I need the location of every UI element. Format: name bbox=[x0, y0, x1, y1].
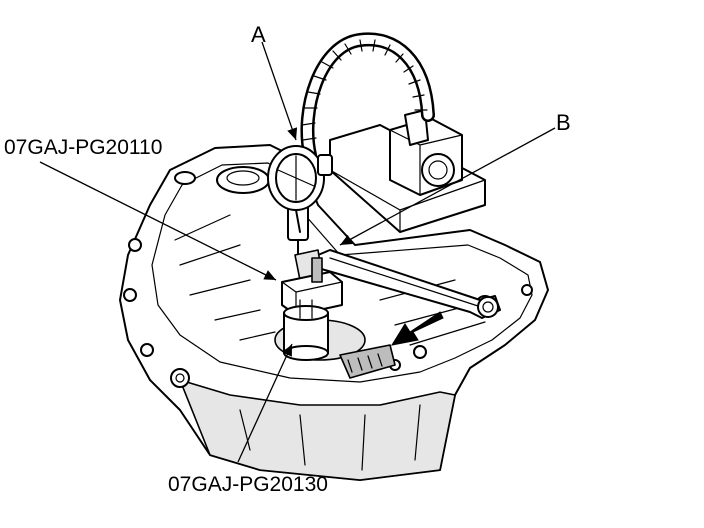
callout-tool-pg20110: 07GAJ-PG20110 bbox=[4, 136, 163, 159]
callout-tool-pg20130: 07GAJ-PG20130 bbox=[168, 473, 328, 496]
tool-b-bracket bbox=[317, 249, 501, 319]
tool-pg20130-shaft bbox=[283, 299, 329, 361]
leader-line-pg20130 bbox=[237, 343, 293, 463]
direction-arrow-icon bbox=[390, 311, 444, 346]
magnetic-stand bbox=[329, 109, 486, 233]
callout-label-a: A bbox=[251, 22, 266, 47]
dial-indicator-a bbox=[267, 145, 333, 259]
leader-line-pg20110 bbox=[39, 161, 277, 281]
transmission-case bbox=[119, 144, 549, 481]
leader-line-b bbox=[339, 127, 556, 246]
flexible-arm bbox=[300, 32, 435, 162]
leader-line-a bbox=[261, 41, 298, 141]
callout-label-b: B bbox=[556, 110, 571, 135]
tool-pg20110-block bbox=[281, 249, 343, 316]
